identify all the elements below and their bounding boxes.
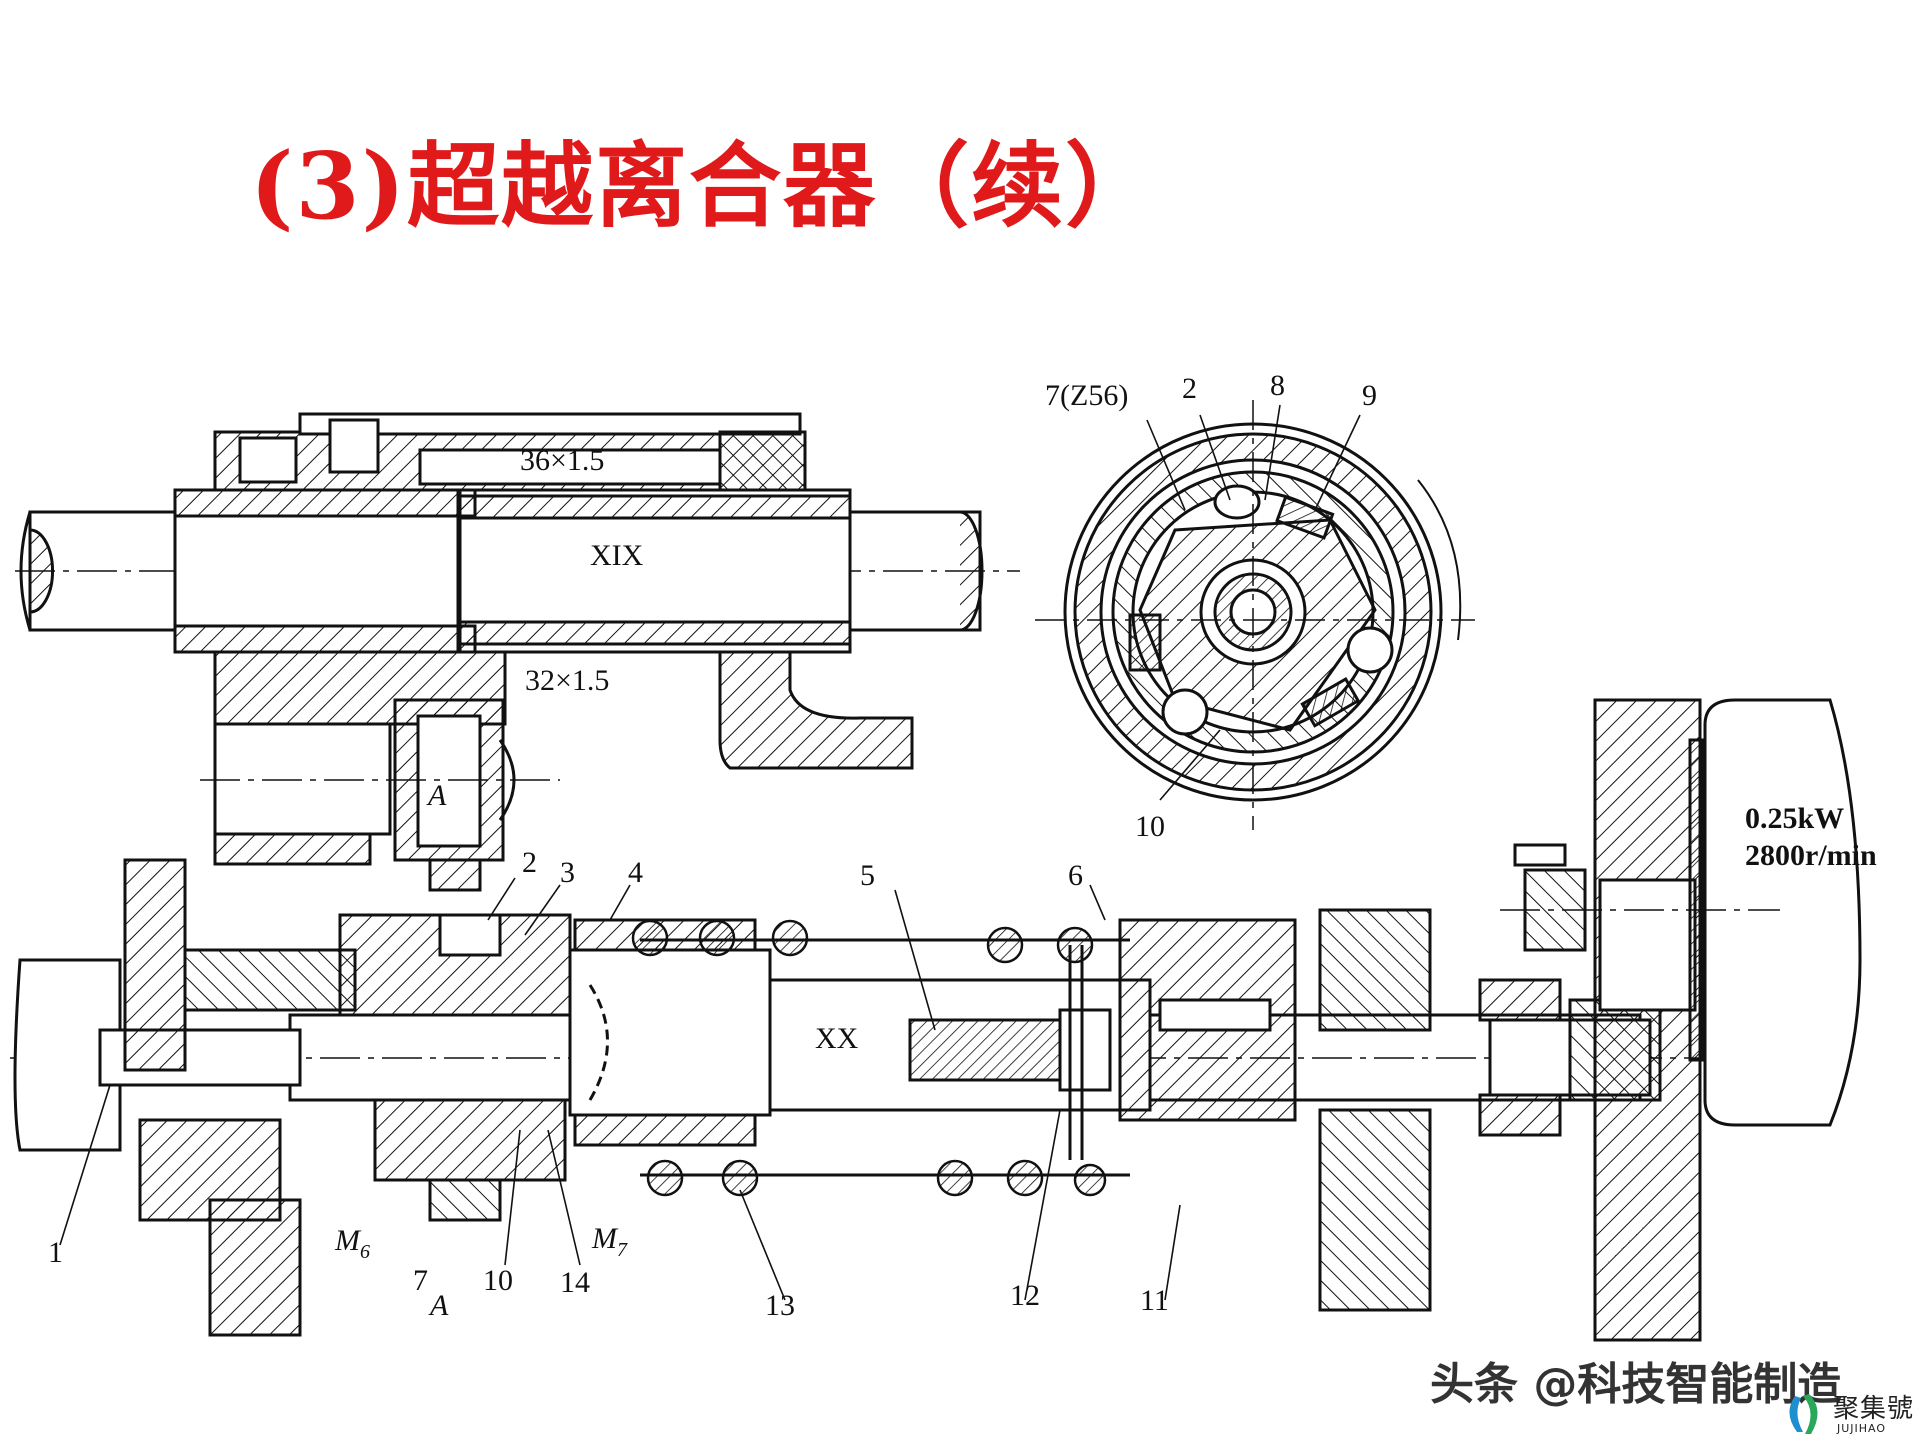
part-6: 6 (1068, 859, 1083, 892)
logo-text: 聚集號 (1833, 1394, 1915, 1424)
motor-flange (1500, 698, 1862, 1342)
section-gear-label: 7(Z56) (1045, 379, 1128, 412)
part-2: 2 (522, 846, 537, 879)
motor-power: 0.25kW (1745, 802, 1844, 835)
section-part-2: 2 (1182, 372, 1197, 405)
lower-shaft-xx (10, 858, 1780, 1337)
shaft-label-xx: XX (815, 1022, 859, 1055)
part-5: 5 (860, 859, 875, 892)
part-11: 11 (1140, 1284, 1169, 1317)
page-title: (3)超越离合器（续） (250, 132, 1160, 240)
section-mark-a-bottom: A (428, 1289, 449, 1322)
section-part-9: 9 (1362, 379, 1377, 412)
upper-shaft-xix (15, 412, 1020, 770)
gear-spec-bottom: 32×1.5 (525, 664, 609, 697)
intermediate-gears (200, 698, 560, 892)
section-mark-a: A (426, 779, 447, 812)
watermark: 头条 @科技智能制造 (1430, 1359, 1842, 1410)
part-10: 10 (483, 1264, 513, 1297)
clutch-label-m7: M7 (591, 1222, 628, 1261)
part-14: 14 (560, 1266, 590, 1299)
springs (631, 919, 1107, 1197)
part-12: 12 (1010, 1279, 1040, 1312)
part-13: 13 (765, 1289, 795, 1322)
clutch-label-m6: M6 (334, 1224, 370, 1263)
logo-icon (1789, 1394, 1818, 1434)
part-1: 1 (48, 1236, 63, 1269)
motor-speed: 2800r/min (1745, 839, 1877, 872)
gear-spec-top: 36×1.5 (520, 444, 604, 477)
logo-subtext: JUJIHAO (1837, 1422, 1887, 1435)
part-7: 7 (413, 1264, 428, 1297)
part-3: 3 (560, 856, 575, 889)
section-part-8: 8 (1270, 369, 1285, 402)
part-4: 4 (628, 856, 643, 889)
drawing-labels: XIX XX 36×1.5 32×1.5 A A M6 M7 0.25kW 28… (48, 369, 1877, 1322)
brand-logo: 聚集號 JUJIHAO (1785, 1388, 1915, 1438)
cross-section-view (1035, 400, 1475, 830)
section-part-10: 10 (1135, 810, 1165, 843)
leader-lines (59, 404, 1361, 1301)
shaft-label-xix: XIX (590, 539, 644, 572)
